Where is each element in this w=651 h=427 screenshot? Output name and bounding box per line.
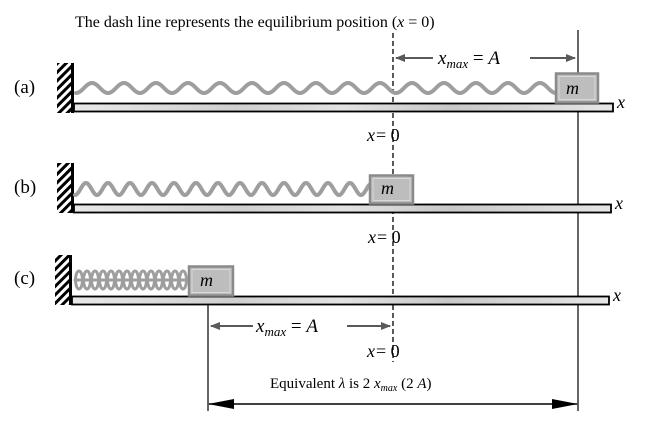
floor-track: [71, 295, 610, 306]
panel-a: (a) m x x= 0 xmax = A: [14, 48, 625, 145]
mass-block: [368, 174, 415, 205]
wavelength-note: Equivalent λ is 2 xmax (2 A): [270, 376, 432, 394]
panel-a-label: (a): [14, 77, 35, 98]
panel-b: (b) m x x= 0: [14, 163, 623, 247]
wall-hatch: [55, 255, 70, 305]
equilibrium-label: x= 0: [367, 227, 401, 247]
equilibrium-label: x= 0: [366, 341, 400, 361]
amplitude-label: xmax = A: [437, 48, 500, 71]
x-axis-label: x: [612, 285, 621, 305]
panel-c-label: (c): [14, 268, 35, 289]
spring-stretched: [74, 81, 557, 95]
mass-label: m: [200, 270, 213, 290]
mass-label: m: [381, 178, 394, 198]
mass-label: m: [566, 78, 579, 98]
panel-b-label: (b): [14, 177, 36, 198]
panel-c: (c) m x xmax = A x= 0: [14, 255, 621, 361]
wall-hatch: [57, 63, 72, 113]
mass-block: [554, 72, 600, 104]
equilibrium-label: x= 0: [366, 125, 400, 145]
floor-track: [73, 102, 614, 113]
x-axis-label: x: [616, 92, 625, 112]
amplitude-label: xmax = A: [255, 316, 318, 339]
spring-compressed: [73, 269, 189, 291]
floor-track: [73, 203, 612, 214]
spring-equilibrium: [73, 180, 371, 198]
mass-block: [187, 265, 235, 297]
wall-hatch: [57, 163, 72, 213]
x-axis-label: x: [614, 193, 623, 213]
diagram-title: The dash line represents the equilibrium…: [75, 14, 435, 31]
wavelength-annotation: Equivalent λ is 2 xmax (2 A): [208, 376, 578, 409]
